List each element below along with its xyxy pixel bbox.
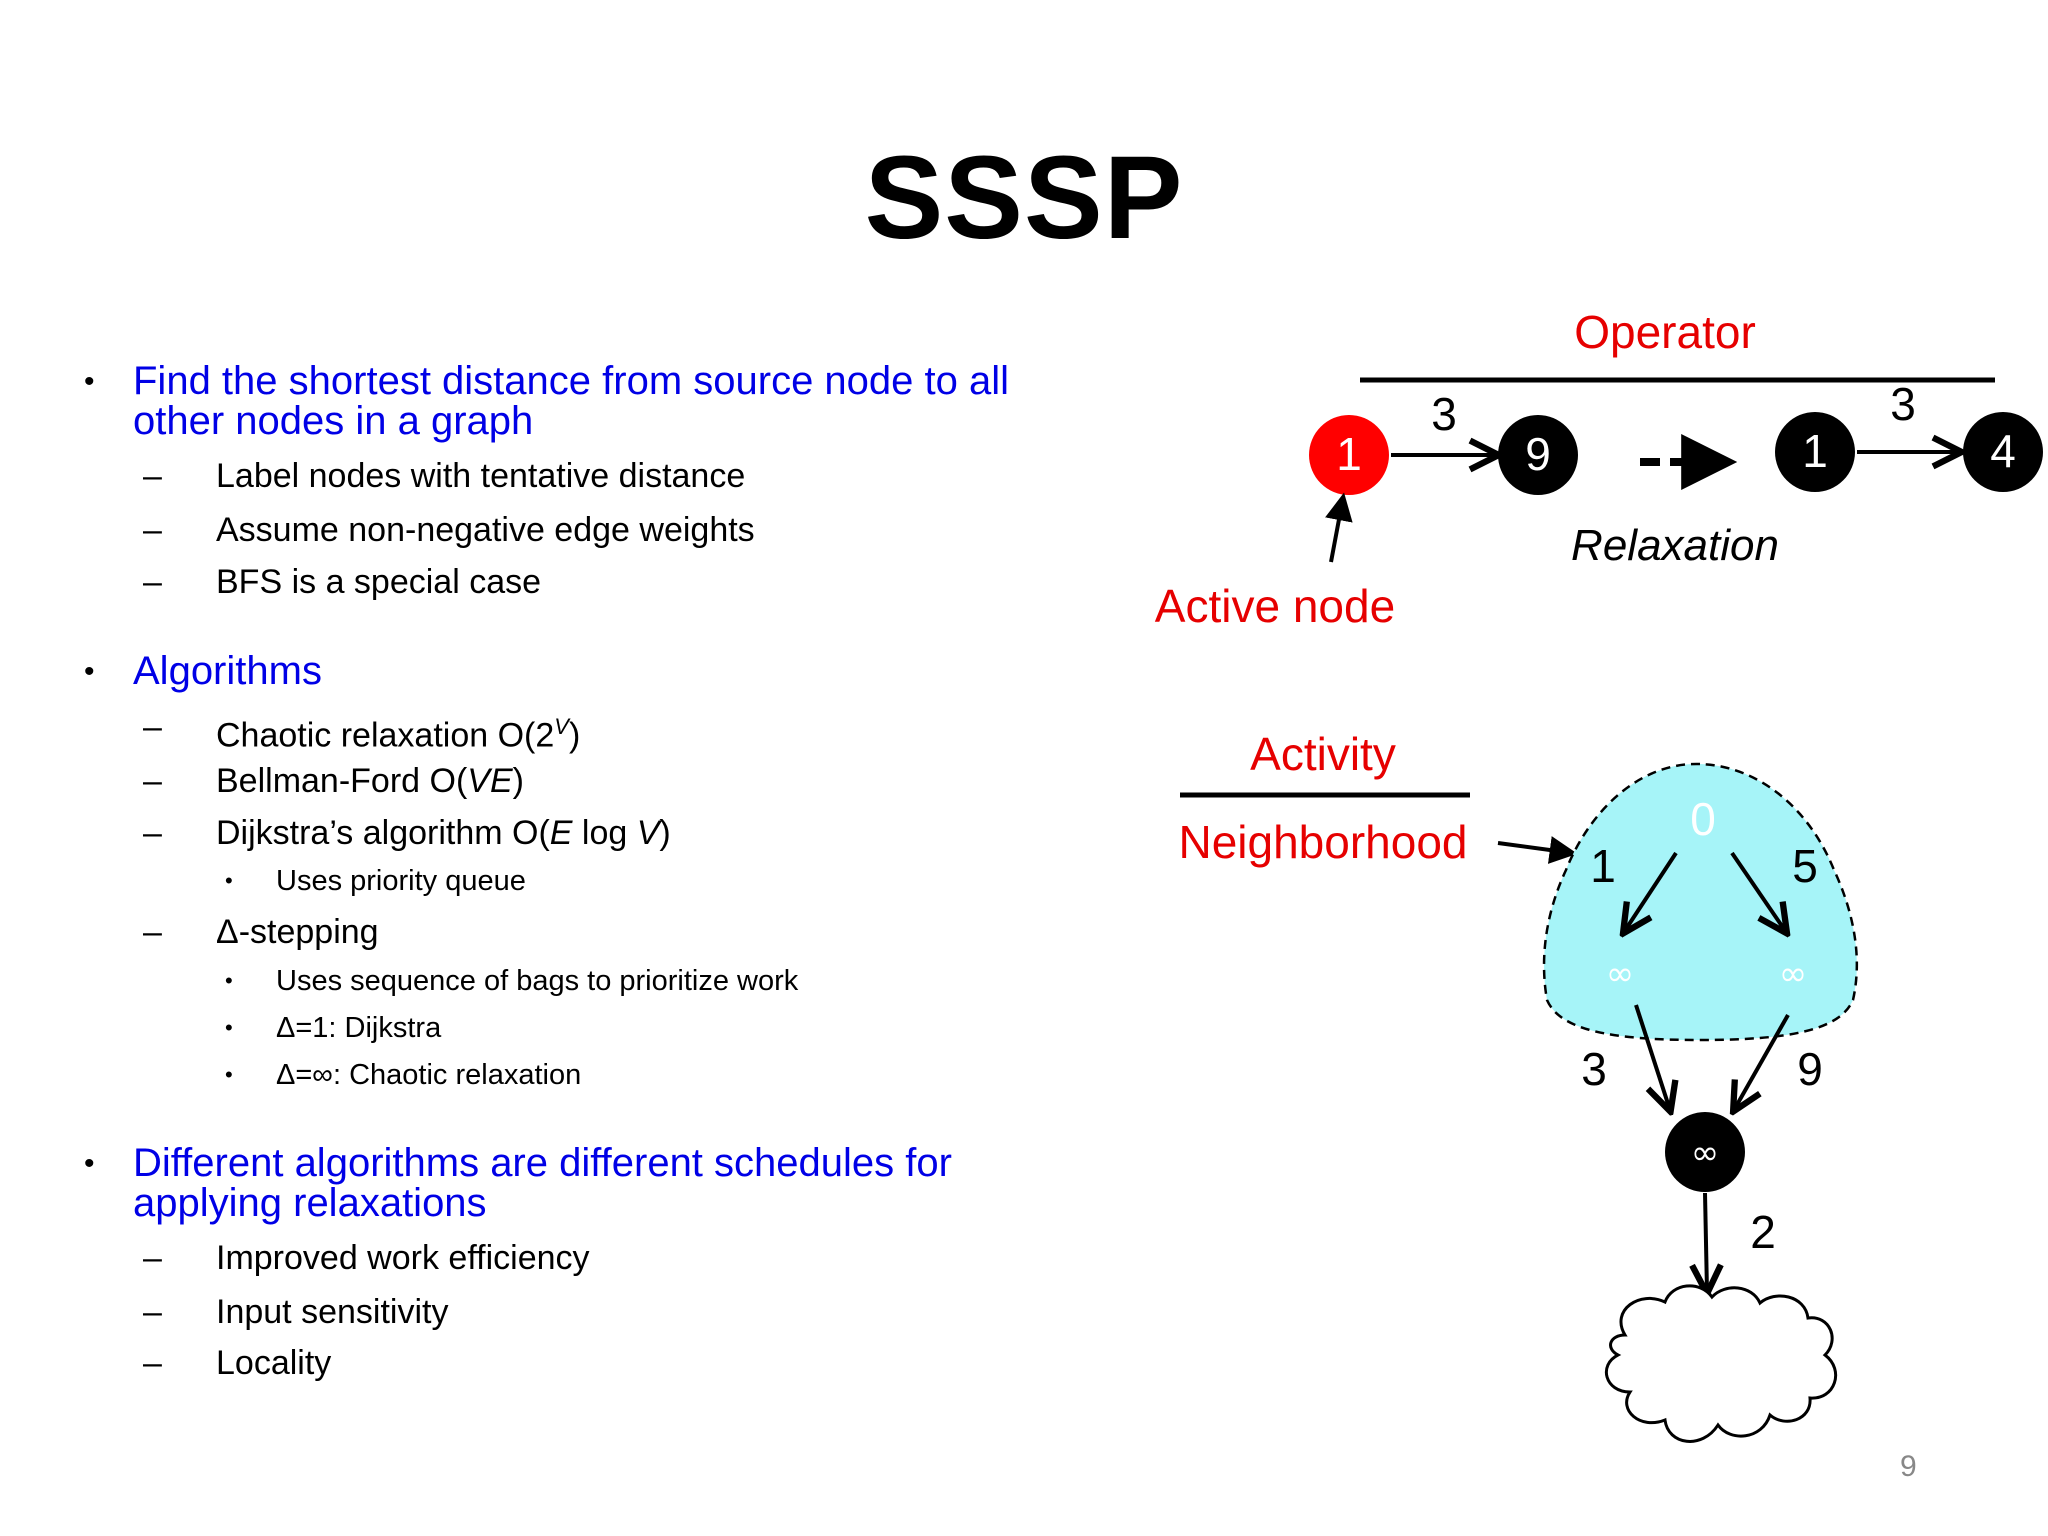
edge-weight-right: 5 xyxy=(1792,840,1818,892)
sub-bullet-dot: • xyxy=(225,1015,233,1040)
edge-weight: 3 xyxy=(1431,388,1457,440)
bullet-2-line-1: Algorithms xyxy=(133,649,322,693)
edge-weight-bottom: 2 xyxy=(1750,1206,1776,1258)
edge-to-cloud xyxy=(1705,1192,1707,1292)
dash: – xyxy=(143,511,162,549)
bullet-3-line-2: applying relaxations xyxy=(133,1181,487,1225)
sub-item: Improved work efficiency xyxy=(216,1239,590,1277)
active-node xyxy=(1309,415,1389,495)
alg-chaotic-tail: ) xyxy=(568,716,581,755)
bullet-1-line-2: other nodes in a graph xyxy=(133,399,534,443)
alg-dijkstra-ital: E xyxy=(549,814,573,852)
bullet-3-line-1: Different algorithms are different sched… xyxy=(133,1141,952,1185)
alg-dijkstra-mid: log xyxy=(572,814,637,852)
sub-item: Label nodes with tentative distance xyxy=(216,457,746,495)
sub-bullet-dot: • xyxy=(225,968,233,993)
dash: – xyxy=(143,457,162,495)
relaxation-label: Relaxation xyxy=(1571,521,1779,570)
sub-item: Assume non-negative edge weights xyxy=(216,511,755,549)
active-node-pointer xyxy=(1325,492,1353,563)
dash: – xyxy=(143,1239,162,1277)
neighborhood-label: Neighborhood xyxy=(1178,816,1467,868)
edge-source-left xyxy=(1624,851,1678,932)
inf-left: ∞ xyxy=(1606,954,1634,994)
edge-source-right xyxy=(1730,851,1786,932)
alg-delta-stepping: Δ-stepping xyxy=(216,913,379,951)
rest-of-graph-cloud xyxy=(1605,1284,1838,1443)
bullet-dot: • xyxy=(84,655,95,688)
alg-dijkstra-ital2: V xyxy=(636,814,660,852)
bullet-dot: • xyxy=(84,1147,95,1180)
slide-title: SSSP xyxy=(864,132,1184,264)
alg-dijkstra-label: Dijkstra’s algorithm O( xyxy=(216,814,550,852)
neighborhood-region xyxy=(1542,762,1859,1042)
sub-sub-item: Δ=1: Dijkstra xyxy=(276,1012,442,1044)
bullet-dot: • xyxy=(84,365,95,398)
node-1-after xyxy=(1775,412,1855,492)
bullet-1-line-1: Find the shortest distance from source n… xyxy=(133,359,1010,403)
dash: – xyxy=(143,1344,162,1382)
alg-bellman-ital: VE xyxy=(467,762,513,800)
edge-weight-lower-right: 9 xyxy=(1797,1043,1823,1095)
alg-bellman-tail: ) xyxy=(512,762,524,800)
sub-item: Input sensitivity xyxy=(216,1293,449,1331)
page-number: 9 xyxy=(1900,1450,1917,1483)
alg-chaotic-label: Chaotic relaxation O(2 xyxy=(216,716,555,755)
alg-dijkstra-tail: ) xyxy=(659,814,671,852)
alg-chaotic-sup: V xyxy=(554,714,569,739)
node-inf-bottom xyxy=(1665,1112,1745,1192)
node-4 xyxy=(1963,412,2043,492)
node-inf-bottom-value: ∞ xyxy=(1691,1133,1719,1173)
sub-item: Locality xyxy=(216,1344,332,1382)
node-9 xyxy=(1498,415,1578,495)
alg-chaotic: Chaotic relaxation O(2V) xyxy=(216,709,580,753)
node-1-after-value: 1 xyxy=(1802,425,1828,477)
edge-right-bottom xyxy=(1734,1014,1790,1110)
sub-sub-item: Uses sequence of bags to prioritize work xyxy=(276,965,799,997)
edge-weight-left: 1 xyxy=(1590,840,1616,892)
alg-dijkstra: Dijkstra’s algorithm O(E log V) xyxy=(216,815,671,851)
alg-bellman-label: Bellman-Ford O( xyxy=(216,762,468,800)
alg-bellman-ford: Bellman-Ford O(VE) xyxy=(216,763,524,799)
sub-bullet-dot: • xyxy=(225,868,233,893)
active-node-label: Active node xyxy=(1155,580,1395,632)
inf-right: ∞ xyxy=(1779,954,1807,994)
sub-item: BFS is a special case xyxy=(216,563,542,601)
operator-label: Operator xyxy=(1574,306,1756,358)
edge-weight-lower-left: 3 xyxy=(1581,1043,1607,1095)
node-9-value: 9 xyxy=(1525,428,1551,480)
dash: – xyxy=(143,814,162,852)
edge-weight: 3 xyxy=(1890,378,1916,430)
dash: – xyxy=(143,762,162,800)
source-value: 0 xyxy=(1690,793,1716,845)
active-node-value: 1 xyxy=(1336,428,1362,480)
edge-left-bottom xyxy=(1634,1004,1670,1110)
node-4-value: 4 xyxy=(1990,425,2016,477)
dash: – xyxy=(143,563,162,601)
dash: – xyxy=(143,1293,162,1331)
activity-label: Activity xyxy=(1250,728,1396,780)
dash: – xyxy=(143,913,162,951)
sub-bullet-dot: • xyxy=(225,1062,233,1087)
sub-sub-item: Uses priority queue xyxy=(276,865,526,897)
sub-sub-item: Δ=∞: Chaotic relaxation xyxy=(276,1059,582,1091)
neighborhood-pointer xyxy=(1497,836,1578,864)
dash: – xyxy=(143,708,162,746)
